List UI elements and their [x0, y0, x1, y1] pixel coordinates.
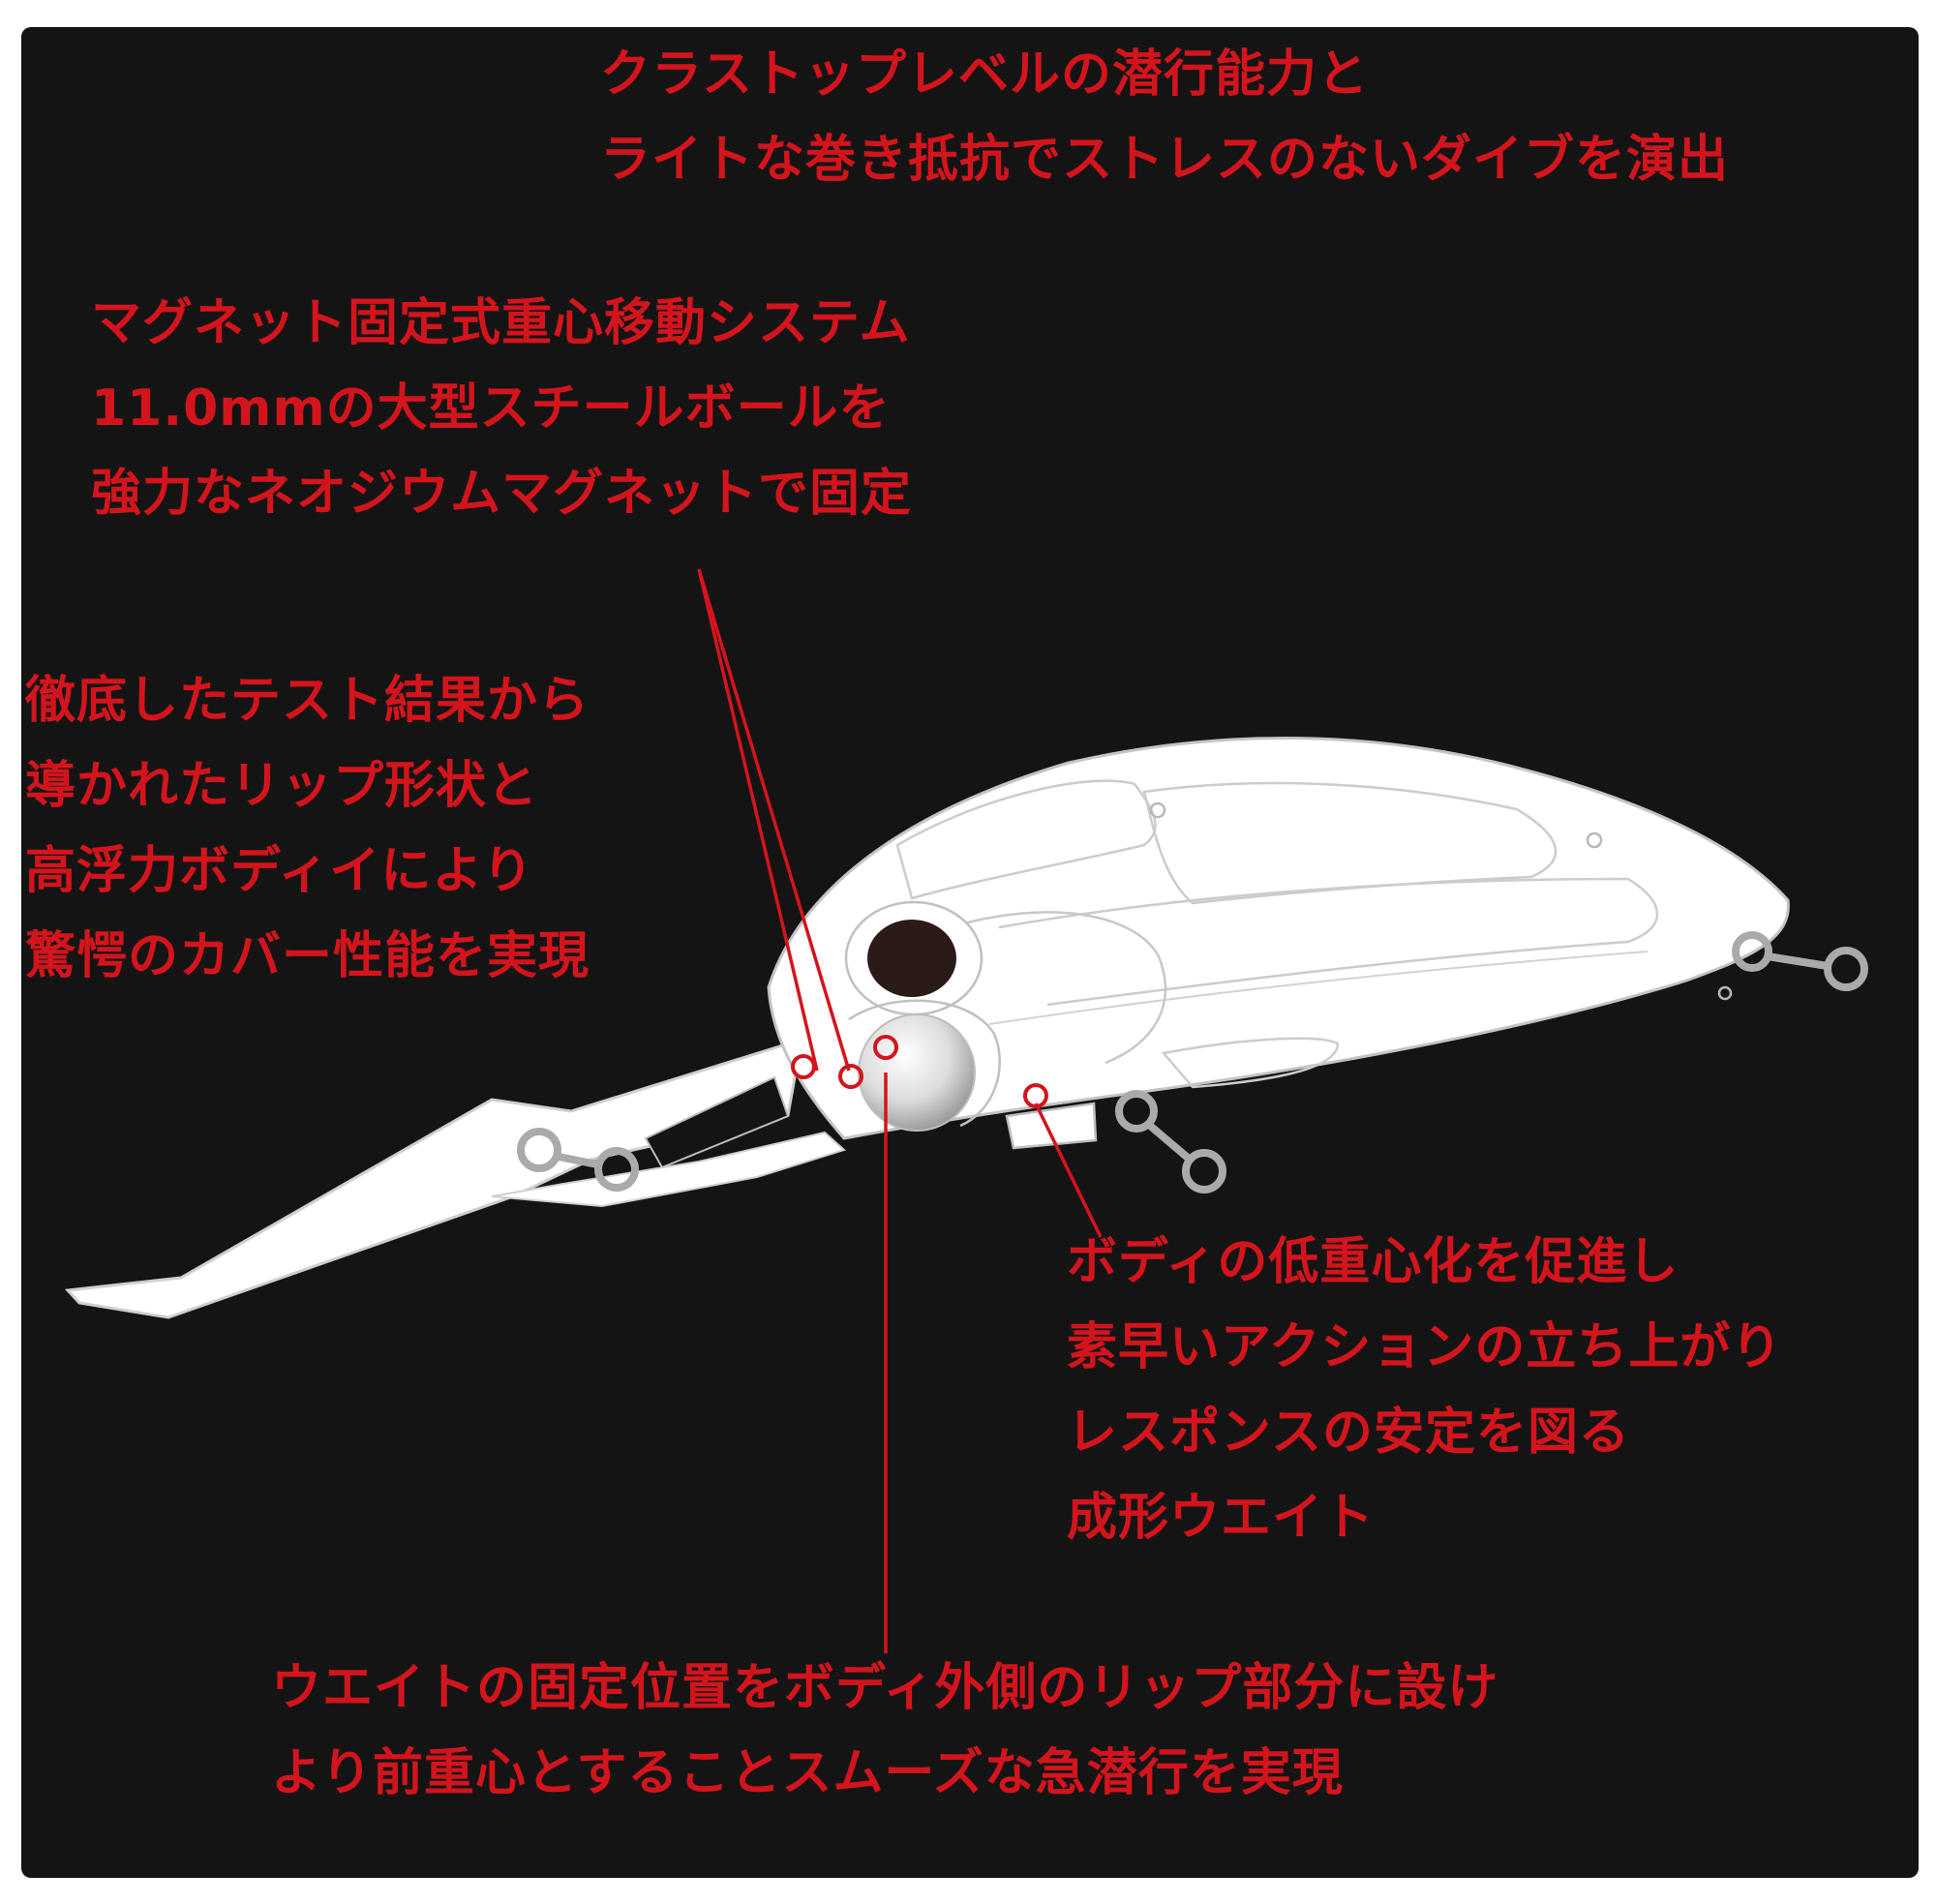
line-tie-eye — [517, 1128, 639, 1192]
callout-line: 徹底したテスト結果から — [25, 672, 590, 730]
lure-side-stripe — [998, 877, 1659, 1007]
tail-hook-hanger — [1732, 931, 1868, 991]
callout-lip-shape: 徹底したテスト結果から 導かれたリップ形状と 高浮力ボディイにより 驚愕のカバー… — [25, 658, 590, 999]
lure-belly-panel — [1161, 1037, 1340, 1089]
callout-line: レスポンスの安定を図る — [1067, 1404, 1630, 1462]
callout-line: 素早いアクションの立ち上がり — [1067, 1318, 1783, 1376]
lure-rivet — [1149, 801, 1166, 819]
callout-line: 成形ウエイト — [1067, 1489, 1376, 1547]
crankbait-lure-illustration — [64, 737, 1868, 1319]
callout-line: 11.0mmの大型スチールボールを — [91, 379, 891, 438]
steel-ball-icon — [858, 1013, 976, 1132]
callout-line: 導かれたリップ形状と — [25, 757, 539, 815]
callout-ring-marker — [838, 1064, 863, 1089]
leader-line-magnet-b — [697, 568, 851, 1072]
lure-rivet — [1586, 831, 1603, 849]
lure-back-panel — [895, 779, 1157, 900]
callout-ring-marker — [1023, 1083, 1048, 1108]
lip-slot — [644, 1075, 790, 1169]
ball-chamber — [848, 999, 1002, 1128]
callout-ring-marker — [873, 1035, 898, 1060]
leader-lines — [697, 568, 1103, 1653]
lure-top-panel — [1142, 781, 1558, 905]
lure-eye-icon — [867, 920, 956, 997]
callout-line: ボディの低重心化を促進し — [1067, 1233, 1679, 1291]
leader-line-magnet-a — [697, 568, 819, 1072]
callout-line: より前重心とすることスムーズな急潜行を実現 — [271, 1744, 1344, 1802]
callout-line: クラストップレベルの潜行能力と — [600, 45, 1369, 104]
lure-diagram — [64, 568, 1868, 1653]
lure-rivet — [1717, 985, 1733, 1001]
callout-line: 高浮力ボディイにより — [25, 842, 534, 900]
callout-line: 強力なネオジウムマグネットで固定 — [91, 465, 913, 523]
callout-line: マグネット固定式重心移動システム — [91, 294, 911, 352]
callout-line: 驚愕のカバー性能を実現 — [25, 927, 590, 985]
leader-line-weight — [1034, 1103, 1103, 1238]
lure-head-curve — [950, 911, 1167, 1065]
lure-chin — [491, 1131, 846, 1208]
callout-diving-ability: クラストップレベルの潜行能力と ライトな巻き抵抗でストレスのないダイブを演出 — [600, 32, 1729, 202]
callout-molded-weight: ボディの低重心化を促進し 素早いアクションの立ち上がり レスポンスの安定を図る … — [1067, 1220, 1782, 1560]
lure-side-line — [988, 951, 1649, 1025]
callout-line: ライトな巻き抵抗でストレスのないダイブを演出 — [600, 131, 1730, 189]
lure-weight-housing — [1005, 1102, 1098, 1150]
diagram-panel: クラストップレベルの潜行能力と ライトな巻き抵抗でストレスのないダイブを演出 マ… — [21, 27, 1919, 1878]
callout-line: ウエイトの固定位置をボディ外側のリップ部分に設け — [271, 1659, 1499, 1717]
callout-markers — [791, 1035, 1048, 1108]
callout-magnet-system: マグネット固定式重心移動システム 11.0mmの大型スチールボールを 強力なネオ… — [91, 281, 912, 536]
callout-front-weight: ウエイトの固定位置をボディ外側のリップ部分に設け より前重心とすることスムーズな… — [271, 1646, 1498, 1816]
belly-hook-hanger — [1115, 1090, 1226, 1194]
callout-ring-marker — [791, 1054, 816, 1079]
